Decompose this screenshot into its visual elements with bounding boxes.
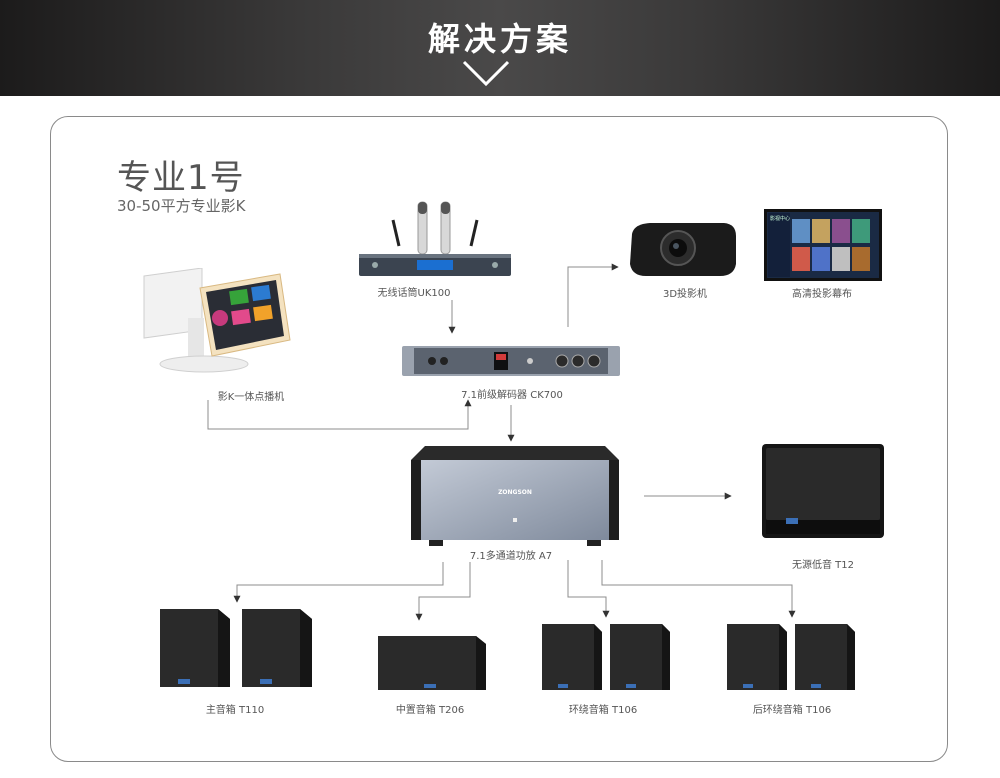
decoder-image xyxy=(402,346,620,376)
amplifier-label: 7.1多通道功放 A7 xyxy=(469,551,553,562)
mic-label: 无线话筒UK100 xyxy=(377,288,451,299)
main-speakers-image xyxy=(160,609,312,687)
surround-speaker-label: 环绕音箱 T106 xyxy=(568,705,638,716)
subwoofer-label: 无源低音 T12 xyxy=(791,560,855,571)
screen-label: 高清投影幕布 xyxy=(792,289,852,300)
projector-image xyxy=(630,223,736,276)
line-amp-rear xyxy=(601,560,796,618)
line-amp-center xyxy=(415,562,471,621)
solution-title: 专业1号 xyxy=(117,158,245,198)
kiosk-player-image xyxy=(143,268,291,373)
wireless-mic-image xyxy=(359,201,511,276)
banner-title: 解决方案 xyxy=(427,20,572,58)
line-amp-main xyxy=(233,562,444,603)
header-banner: 解决方案 xyxy=(0,0,1000,96)
solution-subtitle: 30-50平方专业影K xyxy=(117,197,246,215)
rear-speakers-image xyxy=(727,624,855,690)
line-player-decoder xyxy=(207,399,472,430)
player-label: 影K一体点播机 xyxy=(217,392,285,403)
decoder-label: 7.1前级解码器 CK700 xyxy=(461,390,563,401)
screen-menu-label: 影视中心 xyxy=(770,215,790,222)
main-speaker-label: 主音箱 T110 xyxy=(205,705,265,716)
surround-speakers-image xyxy=(542,624,670,690)
line-amp-surround xyxy=(567,560,610,618)
amp-brand: ZONGSON xyxy=(498,489,532,496)
line-decoder-projector xyxy=(567,263,619,327)
amplifier-image: ZONGSON xyxy=(411,446,619,546)
projection-screen-image: 影视中心 xyxy=(764,209,882,281)
chevron-down-icon xyxy=(462,60,510,87)
projector-label: 3D投影机 xyxy=(662,289,708,300)
center-speaker-image xyxy=(378,636,486,690)
rear-speaker-label: 后环绕音箱 T106 xyxy=(752,705,832,716)
subwoofer-image xyxy=(762,444,884,538)
center-speaker-label: 中置音箱 T206 xyxy=(395,705,465,716)
